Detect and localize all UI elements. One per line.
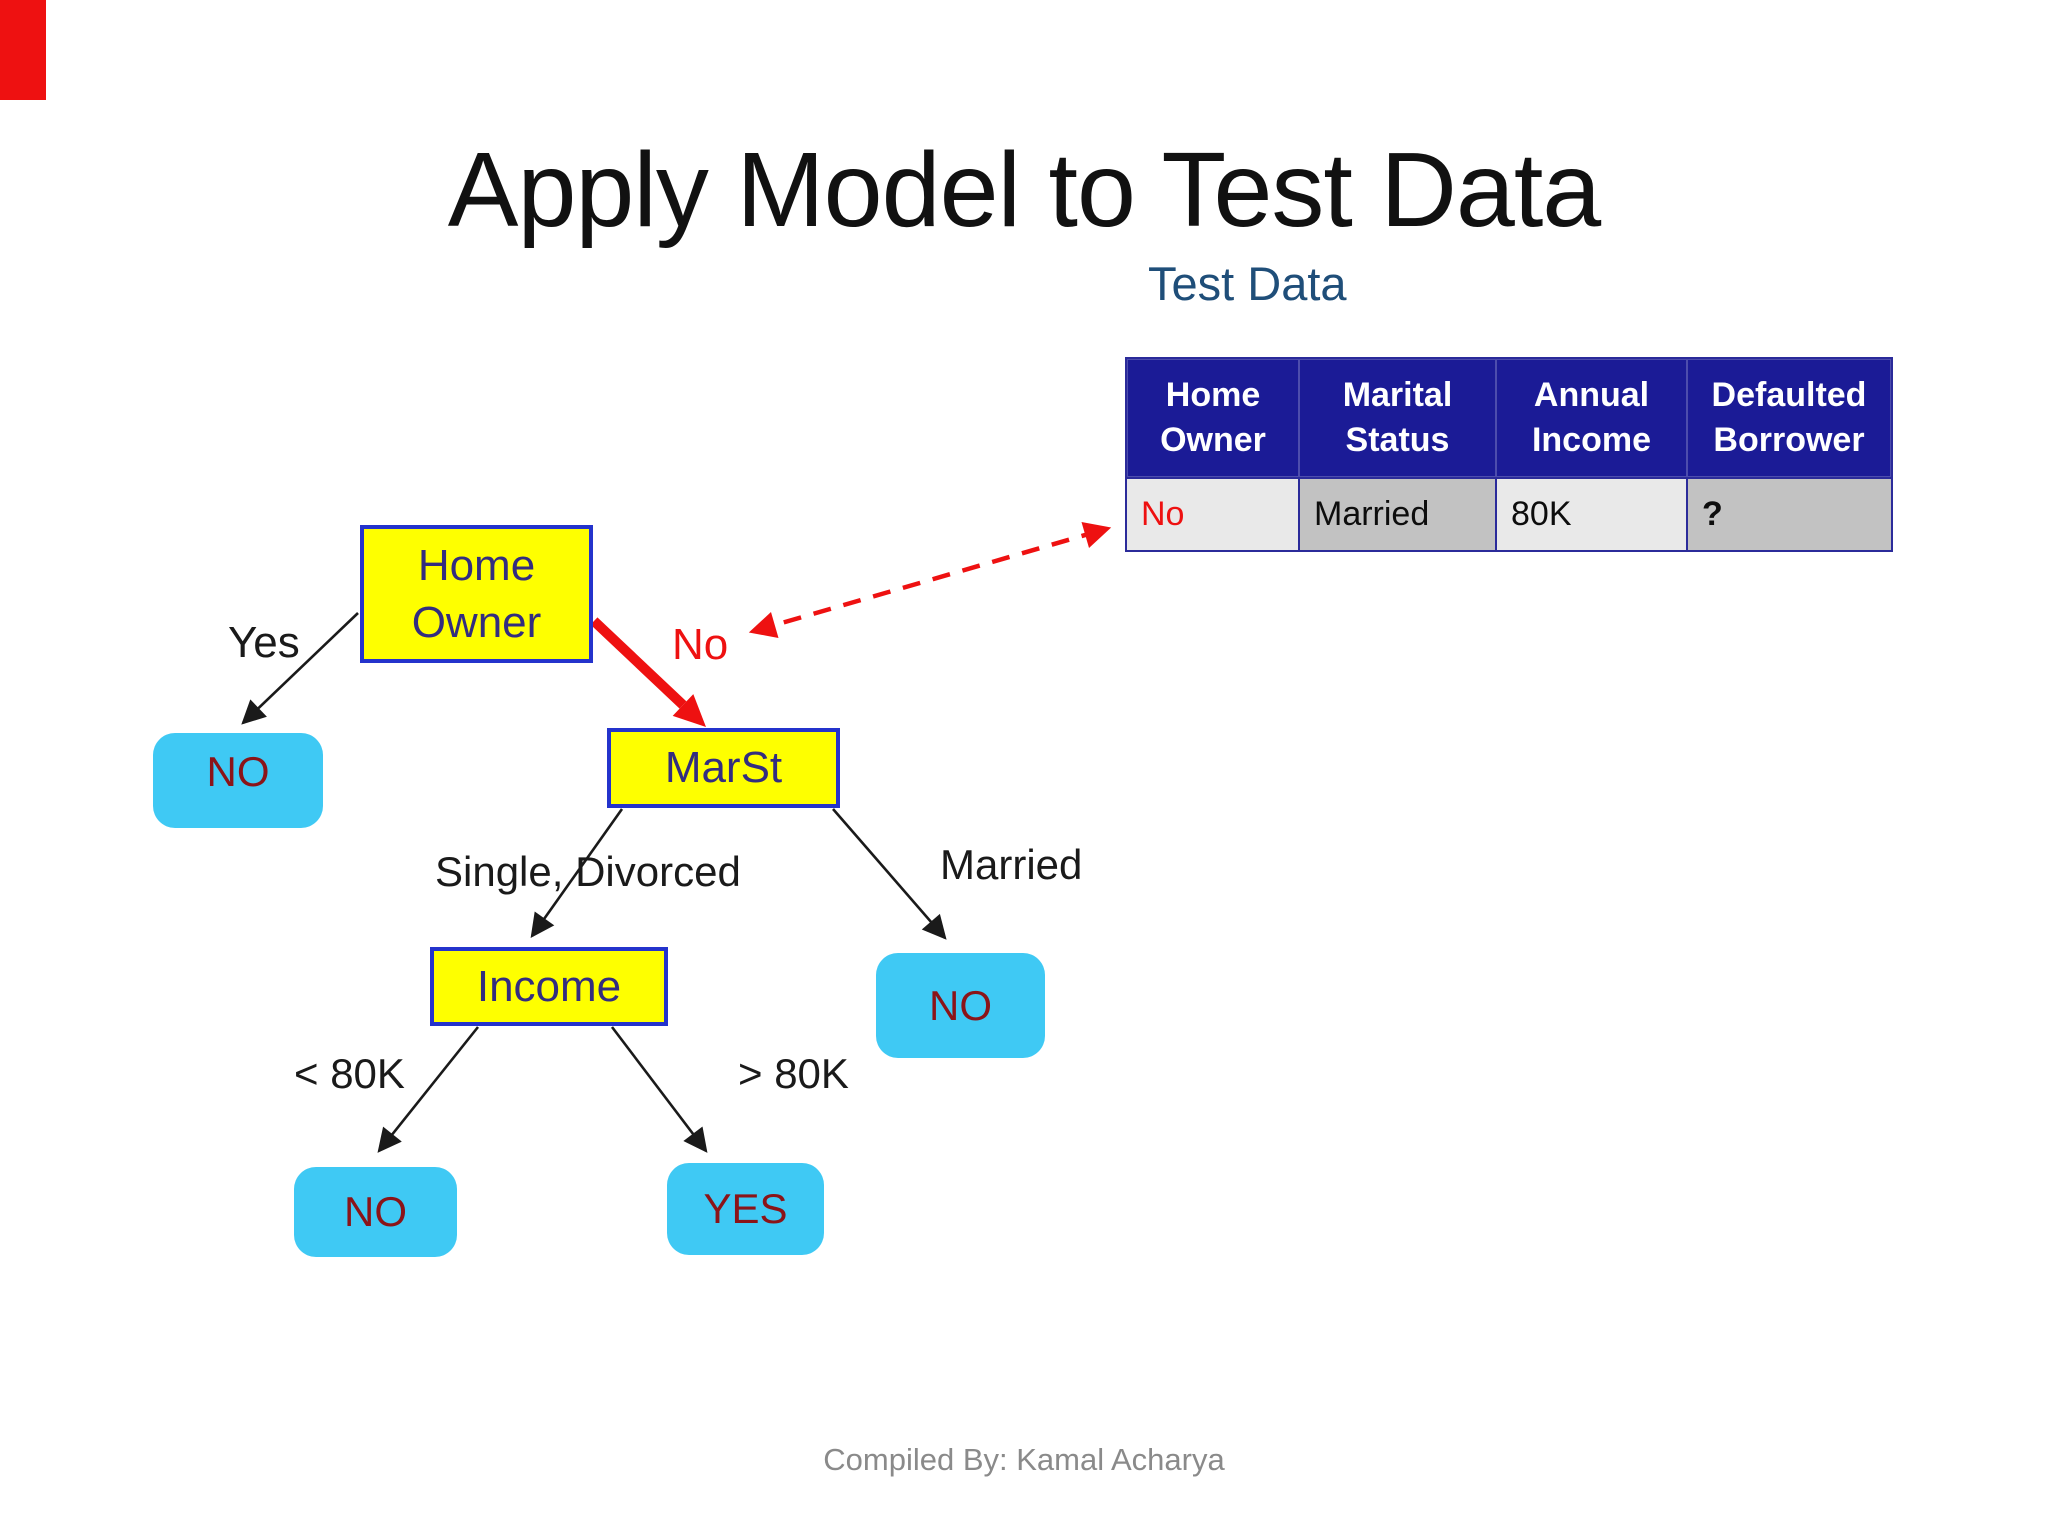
leaf-no-married-branch: NO <box>876 953 1045 1058</box>
edge-label-married: Married <box>940 841 1083 888</box>
leaf-no-lt80k-branch: NO <box>294 1167 457 1257</box>
test-record-link-arrow <box>748 522 1112 638</box>
edge-no-highlight-arrowhead <box>672 694 706 727</box>
table-header-row: Home Owner Marital Status Annual Income … <box>1126 358 1892 478</box>
node-home-owner: Home Owner <box>360 525 593 663</box>
edge-label-single-divorced: Single, Divorced <box>435 848 741 895</box>
cell-defaulted-borrower: ? <box>1686 476 1893 552</box>
edge-label-gt80k: > 80K <box>738 1050 849 1097</box>
edge-no-highlight-arrow <box>590 617 687 709</box>
edge-gt80k-arrow <box>610 1026 708 1153</box>
col-annual-income: Annual Income <box>1496 358 1687 478</box>
cell-home-owner: No <box>1125 476 1300 552</box>
cell-annual-income: 80K <box>1495 476 1688 552</box>
edge-label-no: No <box>672 620 729 669</box>
footer-credit: Compiled By: Kamal Acharya <box>823 1442 1225 1477</box>
cell-marital-status: Married <box>1298 476 1497 552</box>
red-corner-mark <box>0 0 46 100</box>
table-data-row: No Married 80K ? <box>1125 476 1893 552</box>
edge-married-arrow <box>832 808 947 940</box>
edge-label-lt80k: < 80K <box>294 1050 405 1097</box>
col-defaulted-borrower: Defaulted Borrower <box>1687 358 1892 478</box>
col-home-owner: Home Owner <box>1126 358 1299 478</box>
leaf-yes-gt80k-branch: YES <box>667 1163 824 1255</box>
node-income: Income <box>430 947 668 1026</box>
test-data-table: Home Owner Marital Status Annual Income … <box>1125 357 1893 552</box>
col-marital-status: Marital Status <box>1299 358 1496 478</box>
leaf-no-yes-branch: NO <box>153 733 323 828</box>
test-data-label: Test Data <box>1148 257 1347 310</box>
slide-title: Apply Model to Test Data <box>447 131 1601 249</box>
node-marst: MarSt <box>607 728 840 808</box>
edge-label-yes: Yes <box>228 618 300 667</box>
